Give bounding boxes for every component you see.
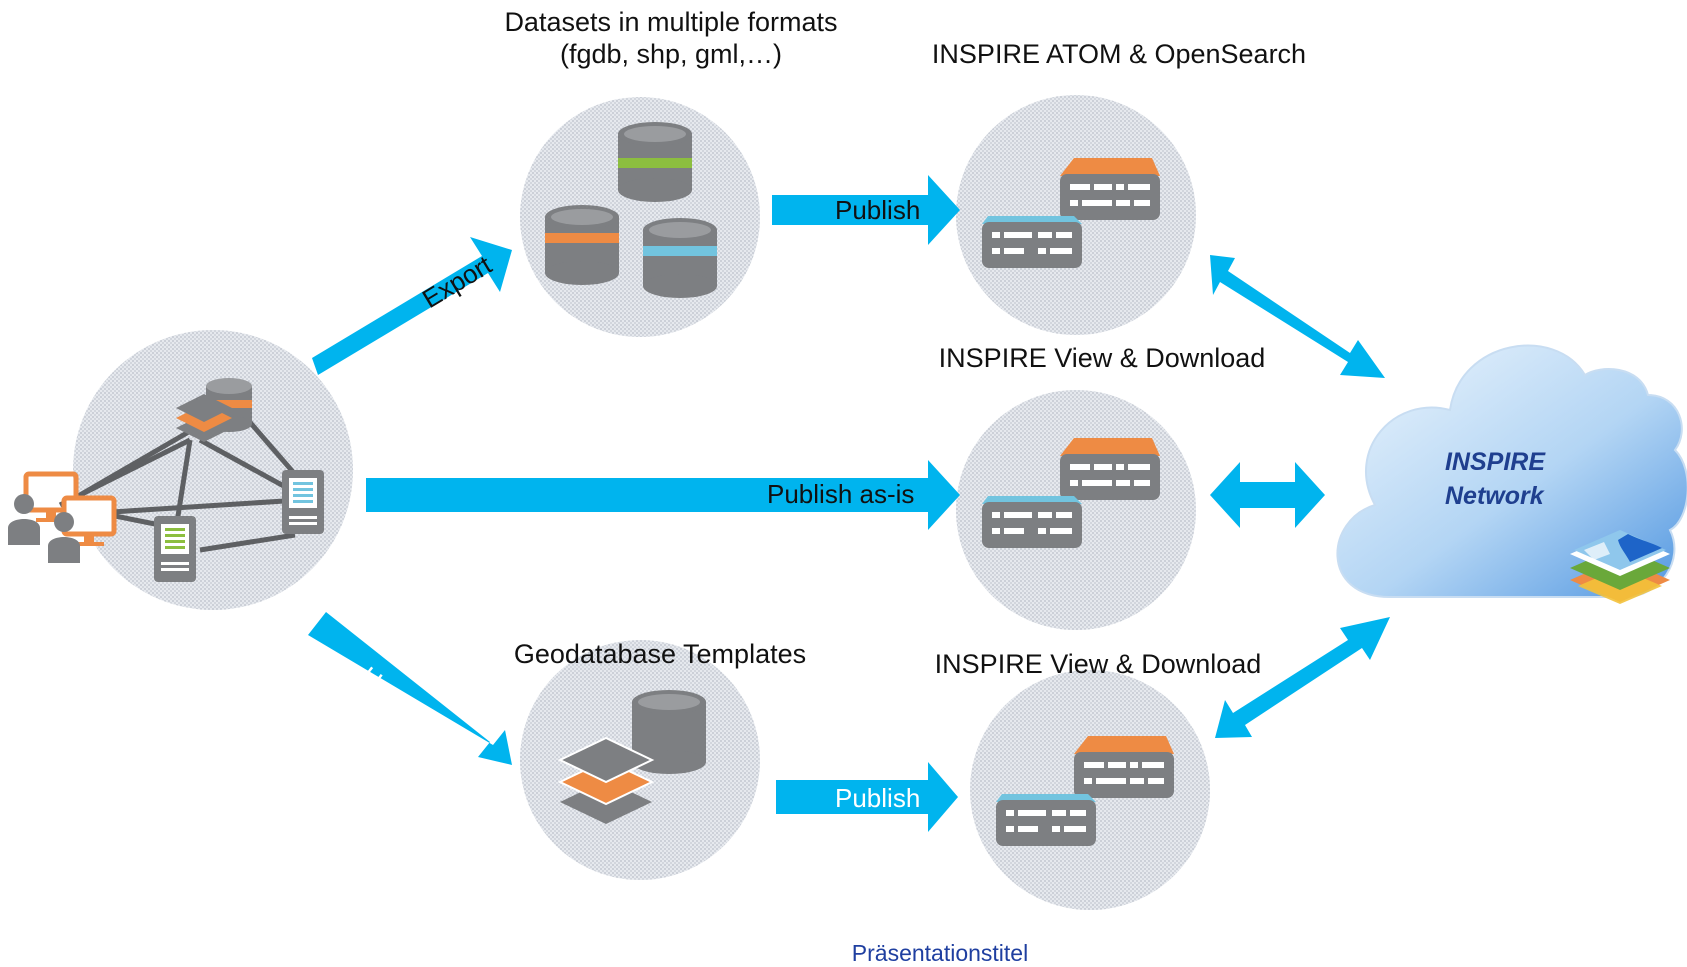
datasets-title-line1: Datasets in multiple formats <box>504 7 838 37</box>
inspire-network-label: INSPIRE Network <box>1445 445 1545 513</box>
publish-as-is-arrow <box>366 460 960 530</box>
source-geodatabase-icon <box>176 378 252 442</box>
atom-cloud-double-arrow <box>1210 255 1385 378</box>
tower-server-green-icon <box>154 516 196 582</box>
geodatabase-template-icon <box>557 690 706 824</box>
source-circle <box>73 330 353 610</box>
export-arrow <box>312 237 512 375</box>
publish-as-is-arrow-label: Publish as-is <box>767 479 915 509</box>
mid-cloud-double-arrow <box>1210 462 1325 528</box>
datasets-title: Datasets in multiple formats (fgdb, shp,… <box>504 6 837 71</box>
datasets-title-line2: (fgdb, shp, gml,…) <box>559 39 783 70</box>
cloud-label-line2: Network <box>1444 482 1544 510</box>
tower-server-blue-icon <box>282 470 324 534</box>
bottom-cloud-double-arrow <box>1215 617 1390 738</box>
publish-bottom-arrow-label: Publish <box>835 783 921 813</box>
database-orange-icon <box>545 205 619 285</box>
view-download-title-bottom: INSPIRE View & Download <box>934 649 1262 679</box>
view-download-title-mid: INSPIRE View & Download <box>938 343 1266 373</box>
presentation-title-footer: Präsentationstitel <box>851 940 1029 966</box>
database-blue-icon <box>643 218 717 298</box>
publish-top-arrow <box>772 175 960 245</box>
database-green-icon <box>618 122 692 202</box>
publish-top-arrow-label: Publish <box>835 195 921 225</box>
users-workstations-icon <box>8 471 117 563</box>
publish-bottom-arrow <box>776 762 958 832</box>
inspire-network-cloud <box>1336 344 1687 598</box>
cloud-label-line1: INSPIRE <box>1444 448 1546 476</box>
map-layers-icon <box>1570 530 1670 604</box>
harmonize-arrow <box>308 612 512 765</box>
geodatabase-templates-title: Geodatabase Templates <box>513 639 807 669</box>
atom-title: INSPIRE ATOM & OpenSearch <box>931 39 1307 69</box>
